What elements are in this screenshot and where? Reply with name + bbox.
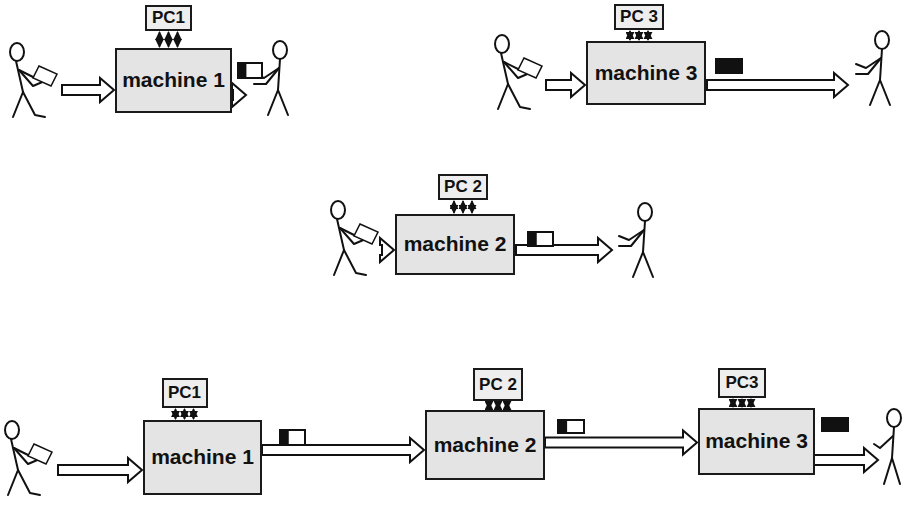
computer-box: PC 3 — [614, 4, 664, 30]
machine-label: machine 2 — [433, 434, 538, 456]
machine-box: machine 3 — [698, 408, 815, 475]
computer-label: PC 2 — [444, 178, 482, 196]
worker-figure — [874, 409, 901, 484]
workpiece — [280, 430, 305, 445]
data-link-arrows — [454, 201, 472, 213]
flow-arrow — [545, 431, 697, 455]
machine-box: machine 1 — [143, 420, 262, 495]
machine-label: machine 3 — [594, 62, 699, 84]
data-link-arrows — [160, 32, 178, 47]
machine-box: machine 3 — [586, 41, 706, 105]
data-link-arrows — [176, 409, 194, 419]
computer-label: PC1 — [168, 384, 201, 402]
machine-box: machine 2 — [395, 214, 515, 275]
computer-label: PC3 — [725, 374, 758, 392]
machine-label: machine 2 — [403, 233, 508, 255]
computer-box: PC 2 — [438, 174, 488, 200]
computer-label: PC 3 — [620, 8, 658, 26]
computer-box: PC 2 — [473, 368, 523, 401]
worker-figure — [331, 201, 378, 275]
machine-box: machine 1 — [115, 48, 232, 113]
computer-label: PC 2 — [479, 376, 517, 394]
flow-arrow — [262, 438, 424, 462]
data-link-arrows — [630, 31, 648, 40]
worker-figure — [619, 203, 653, 277]
machine-label: machine 3 — [704, 430, 809, 452]
computer-box: PC3 — [718, 368, 766, 398]
workpiece — [238, 63, 262, 78]
worker-figure — [10, 43, 57, 117]
machine-label: machine 1 — [150, 446, 255, 468]
workpiece — [528, 232, 553, 246]
workpiece — [822, 418, 848, 431]
computer-box: PC1 — [162, 378, 208, 408]
worker-figure — [495, 35, 542, 109]
machine-label: machine 1 — [121, 69, 226, 91]
worker-figure — [5, 421, 52, 495]
data-link-arrows — [489, 402, 507, 409]
workpiece — [716, 59, 742, 73]
computer-label: PC1 — [152, 9, 185, 27]
computer-box: PC1 — [145, 5, 192, 31]
workpiece — [558, 420, 584, 433]
worker-figure — [856, 31, 890, 105]
data-link-arrows — [733, 399, 751, 407]
machine-box: machine 2 — [425, 410, 545, 480]
